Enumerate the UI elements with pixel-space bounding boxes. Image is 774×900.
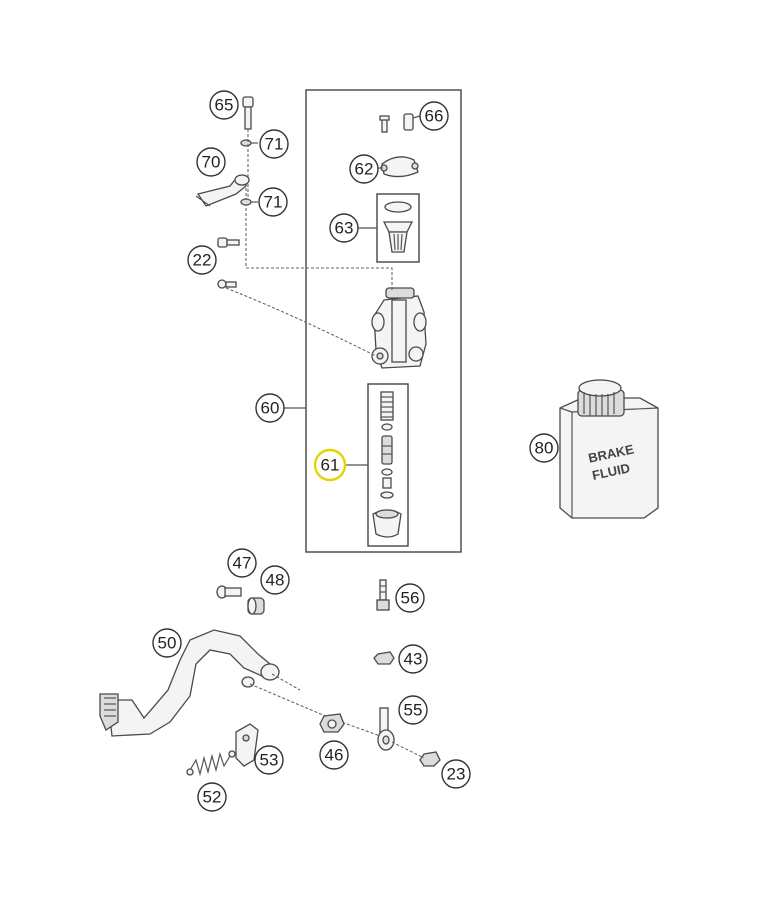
svg-text:43: 43 xyxy=(404,650,423,669)
bolt-47 xyxy=(216,585,242,599)
svg-text:23: 23 xyxy=(447,765,466,784)
callout-61[interactable]: 61 xyxy=(313,448,347,482)
svg-text:48: 48 xyxy=(266,571,285,590)
svg-text:61: 61 xyxy=(321,456,340,475)
svg-text:71: 71 xyxy=(264,193,283,212)
callout-71-upper[interactable]: 71 xyxy=(259,129,289,159)
nut-43 xyxy=(373,651,395,665)
nut-46 xyxy=(319,713,345,733)
clevis-55 xyxy=(377,707,395,751)
svg-text:53: 53 xyxy=(260,751,279,770)
piston-kit-61 xyxy=(372,391,402,538)
callout-71-lower[interactable]: 71 xyxy=(258,187,288,217)
brake-fluid-bottle-80: BRAKE FLUID xyxy=(559,379,659,519)
svg-text:62: 62 xyxy=(355,160,374,179)
pushrod-axis xyxy=(249,683,387,739)
callout-46[interactable]: 46 xyxy=(319,740,349,770)
callout-63[interactable]: 63 xyxy=(329,213,359,243)
brake-line-path xyxy=(225,287,377,357)
assembly-frame-60 xyxy=(305,89,462,553)
svg-text:71: 71 xyxy=(265,135,284,154)
callout-62[interactable]: 62 xyxy=(349,154,379,184)
svg-text:46: 46 xyxy=(325,746,344,765)
svg-text:52: 52 xyxy=(203,788,222,807)
svg-text:50: 50 xyxy=(158,634,177,653)
svg-text:63: 63 xyxy=(335,219,354,238)
callout-55[interactable]: 55 xyxy=(398,695,428,725)
nut-23 xyxy=(419,751,441,767)
leader-66 xyxy=(412,115,421,119)
svg-text:47: 47 xyxy=(233,554,252,573)
callout-56[interactable]: 56 xyxy=(395,583,425,613)
callout-80[interactable]: 80 xyxy=(529,433,559,463)
callout-48[interactable]: 48 xyxy=(260,565,290,595)
callout-50[interactable]: 50 xyxy=(152,628,182,658)
cap-62 xyxy=(380,156,419,178)
svg-text:66: 66 xyxy=(425,107,444,126)
callout-70[interactable]: 70 xyxy=(196,147,226,177)
callout-22[interactable]: 22 xyxy=(187,245,217,275)
callout-65[interactable]: 65 xyxy=(209,90,239,120)
svg-text:22: 22 xyxy=(193,251,212,270)
pivot-axis xyxy=(271,673,301,691)
bushing-48 xyxy=(247,597,265,615)
spring-52 xyxy=(186,750,236,777)
bolt-65 xyxy=(242,96,254,130)
banjo-fitting-70 xyxy=(195,174,250,207)
callout-47[interactable]: 47 xyxy=(227,548,257,578)
hose-path-reservoir xyxy=(245,178,393,290)
spring-plate-53 xyxy=(235,723,259,767)
callout-23[interactable]: 23 xyxy=(441,759,471,789)
callout-43[interactable]: 43 xyxy=(398,644,428,674)
washer-71-upper xyxy=(240,139,252,147)
bolt-22 xyxy=(217,237,240,289)
bolt-56 xyxy=(376,579,390,611)
callout-66[interactable]: 66 xyxy=(419,101,449,131)
svg-text:56: 56 xyxy=(401,589,420,608)
brake-pedal-50 xyxy=(99,629,280,737)
screw-66 xyxy=(379,113,414,133)
master-cylinder-body xyxy=(371,287,427,369)
callout-53[interactable]: 53 xyxy=(254,745,284,775)
clevis-pin-axis xyxy=(391,741,425,759)
svg-text:55: 55 xyxy=(404,701,423,720)
svg-text:70: 70 xyxy=(202,153,221,172)
svg-text:80: 80 xyxy=(535,439,554,458)
reservoir-diaphragm-63 xyxy=(382,201,414,253)
callout-52[interactable]: 52 xyxy=(197,782,227,812)
svg-text:65: 65 xyxy=(215,96,234,115)
washer-71-lower xyxy=(240,198,252,206)
callout-60[interactable]: 60 xyxy=(255,393,285,423)
svg-text:60: 60 xyxy=(261,399,280,418)
